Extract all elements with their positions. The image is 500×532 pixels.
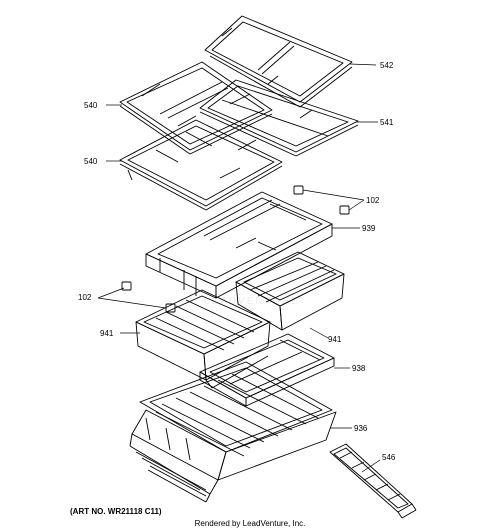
shelf-540-upper <box>119 61 273 155</box>
frame-939 <box>145 191 333 299</box>
part-label-939: 939 <box>362 224 376 233</box>
part-label-936: 936 <box>354 424 368 433</box>
part-label-542: 542 <box>380 61 394 70</box>
part-label-102-lower: 102 <box>78 293 92 302</box>
frame-938 <box>199 333 335 407</box>
drawer-941-right <box>235 251 345 331</box>
leader-lines <box>97 63 381 473</box>
part-label-546: 546 <box>382 453 396 462</box>
part-label-102-upper: 102 <box>366 196 380 205</box>
part-label-540-lower: 540 <box>84 157 98 166</box>
part-label-541: 541 <box>380 118 394 127</box>
clip-102-lower <box>121 281 176 313</box>
watermark: LEADVENTURE <box>204 296 300 307</box>
part-label-941-left: 941 <box>100 329 114 338</box>
shelf-542 <box>204 15 353 108</box>
shelf-541 <box>199 79 359 157</box>
shelf-540-lower <box>119 119 283 211</box>
part-label-938: 938 <box>352 364 366 373</box>
part-label-540-upper: 540 <box>84 101 98 110</box>
part-label-941-right: 941 <box>328 335 342 344</box>
art-number: (ART NO. WR21118 C11) <box>70 507 162 516</box>
drawer-936 <box>129 361 337 503</box>
drawer-941-left <box>135 289 271 389</box>
render-credit: Rendered by LeadVenture, Inc. <box>194 519 306 528</box>
clip-102-upper <box>293 185 350 215</box>
panel-546 <box>329 443 417 519</box>
